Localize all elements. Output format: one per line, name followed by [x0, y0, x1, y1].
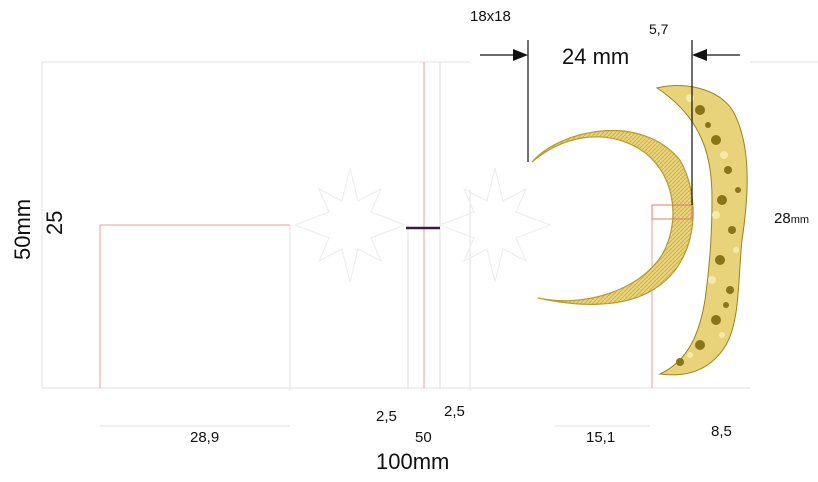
right-height-label: 28mm [774, 211, 809, 226]
center-right-label: 2,5 [444, 403, 465, 420]
width-dimension-24mm [480, 40, 740, 205]
left-section-label: 28,9 [190, 429, 220, 446]
crescent-moon [531, 129, 694, 305]
center-left-label: 2,5 [376, 408, 397, 425]
crescent-section-label: 15,1 [586, 429, 616, 446]
guide-lines [41, 61, 818, 427]
star-size-label: 18x18 [470, 8, 511, 25]
star-outline-left [293, 167, 407, 283]
crescent-width-label: 24 mm [562, 44, 630, 69]
right-height-unit: mm [790, 214, 810, 226]
gap-width-label: 5,7 [649, 21, 669, 37]
center-value-label: 50 [415, 429, 432, 446]
total-width-label: 100mm [376, 449, 450, 474]
leaves-section-label: 8,5 [711, 423, 732, 440]
half-height-label: 25 [42, 210, 67, 235]
star-outline-right [438, 167, 552, 283]
right-height-value: 28 [774, 210, 791, 227]
crescent-guide-box [651, 204, 693, 220]
red-guide-lines [99, 62, 692, 388]
leafy-vine [655, 85, 748, 376]
total-height-label: 50mm [10, 198, 35, 260]
